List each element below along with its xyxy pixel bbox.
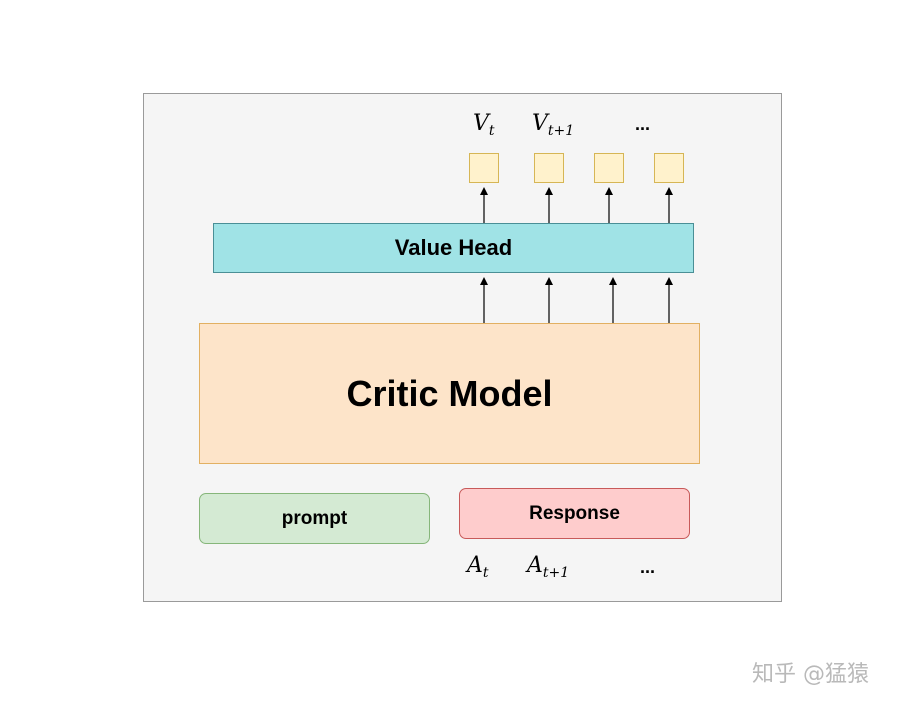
response-box: Response — [459, 488, 690, 539]
action-label-at: At — [467, 553, 489, 581]
value-output-box-1 — [469, 153, 499, 183]
action-label-ellipsis: ... — [640, 557, 656, 577]
value-output-box-3 — [594, 153, 624, 183]
value-output-box-2 — [534, 153, 564, 183]
action-label-at1: At+1 — [527, 553, 570, 581]
value-label-vt: Vt — [473, 111, 495, 139]
value-output-box-4 — [654, 153, 684, 183]
critic-model-label: Critic Model — [346, 372, 553, 414]
prompt-label: prompt — [281, 507, 348, 529]
critic-model-box: Critic Model — [199, 323, 700, 464]
prompt-box: prompt — [199, 493, 430, 544]
response-label: Response — [529, 502, 620, 524]
value-label-vt1: Vt+1 — [532, 111, 575, 139]
value-head-label: Value Head — [394, 235, 513, 260]
value-label-ellipsis: ... — [635, 114, 651, 134]
watermark: 知乎 @猛猿 — [752, 662, 869, 687]
value-head-box: Value Head — [213, 223, 694, 273]
